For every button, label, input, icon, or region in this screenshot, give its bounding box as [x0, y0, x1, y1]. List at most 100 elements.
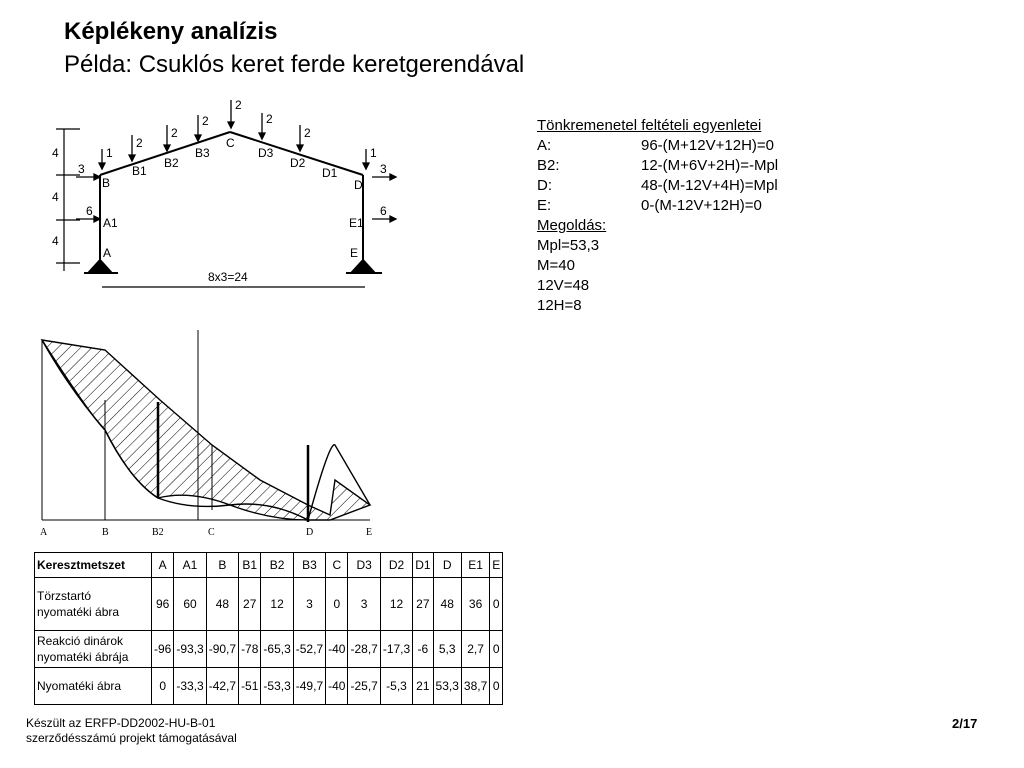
load-label: 6	[86, 204, 93, 218]
section-label: D	[306, 527, 313, 538]
moment-diagram: A B B2 C D E	[40, 330, 372, 538]
table-cell: -93,3	[173, 630, 207, 668]
load-label: 2	[232, 95, 239, 98]
table-header-cell: B2	[260, 552, 294, 578]
point-label: E1	[349, 216, 364, 230]
point-label: A	[103, 246, 111, 260]
table-cell: 48	[432, 577, 462, 631]
table-cell: -17,3	[379, 630, 414, 668]
row-label: Reakció dinárok nyomatéki ábrája	[34, 630, 152, 668]
solution-line: M=40	[537, 257, 575, 274]
failure-equations: Tönkremenetel feltételi egyenletei A:96-…	[537, 116, 778, 316]
load-label: 2	[304, 126, 311, 140]
table-header-cell: A	[150, 552, 175, 578]
load-label: 2	[266, 112, 273, 126]
table-cell: 0	[489, 630, 504, 668]
table-row: Reakció dinárok nyomatéki ábrája -96 -93…	[34, 630, 504, 668]
table-cell: -65,3	[260, 630, 294, 668]
solution-line: 12H=8	[537, 297, 582, 314]
table-cell: -90,7	[205, 630, 240, 668]
load-label: 6	[380, 204, 387, 218]
table-cell: 0	[489, 577, 504, 631]
table-header-cell: E	[489, 552, 504, 578]
table-header-cell: D	[432, 552, 462, 578]
table-cell: 53,3	[432, 667, 462, 705]
table-cell: -52,7	[292, 630, 327, 668]
table-cell: -6	[412, 630, 434, 668]
table-cell: 12	[260, 577, 294, 631]
table-cell: 0	[489, 667, 504, 705]
point-label: A1	[103, 216, 118, 230]
table-cell: 96	[150, 577, 175, 631]
dimension-label: 4	[52, 190, 59, 204]
section-label: B	[102, 527, 109, 538]
table-header-cell: D2	[379, 552, 414, 578]
dimension-label: 4	[52, 234, 59, 248]
point-label: D3	[258, 146, 274, 160]
table-cell: 27	[238, 577, 262, 631]
page-number: 2/17	[952, 716, 978, 731]
section-label: A	[40, 527, 48, 538]
table-cell: -49,7	[292, 667, 327, 705]
equation-row: B2:12-(M+6V+2H)=-Mpl	[537, 157, 779, 174]
table-header-cell: D3	[347, 552, 381, 578]
solution-line: 12V=48	[537, 277, 590, 294]
load-label: 3	[380, 162, 387, 176]
table-cell: -33,3	[173, 667, 207, 705]
table-header-cell: C	[325, 552, 349, 578]
point-label: B	[102, 176, 110, 190]
table-cell: 21	[412, 667, 434, 705]
point-label: B3	[195, 146, 210, 160]
section-label: C	[208, 527, 215, 538]
row-label: Törzstartó nyomatéki ábra	[34, 577, 152, 631]
moment-table: Keresztmetszet A A1 B B1 B2 B3 C D3 D2 D…	[34, 552, 504, 705]
equation-row: E:0-(M-12V+12H)=0	[537, 197, 762, 214]
solution-line: Mpl=53,3	[537, 237, 600, 254]
table-cell: -5,3	[379, 667, 414, 705]
solution-label: Megoldás:	[537, 217, 607, 234]
footer: Készült az ERFP-DD2002-HU-B-01 szerződés…	[26, 716, 237, 746]
section-label: E	[366, 527, 372, 538]
table-cell: 60	[173, 577, 207, 631]
table-header-cell: B	[205, 552, 240, 578]
point-label: B2	[164, 156, 179, 170]
table-cell: 27	[412, 577, 434, 631]
table-cell: 5,3	[432, 630, 462, 668]
table-header-cell: D1	[412, 552, 434, 578]
load-label: 3	[78, 162, 85, 176]
table-cell: 48	[205, 577, 240, 631]
load-label: 1	[106, 146, 113, 160]
table-cell: -96	[150, 630, 175, 668]
table-header-cell: B3	[292, 552, 327, 578]
table-cell: 2,7	[460, 630, 491, 668]
table-cell: -25,7	[347, 667, 381, 705]
table-header-cell: A1	[173, 552, 207, 578]
table-cell: -40	[325, 630, 349, 668]
page-title: Képlékeny analízis	[64, 18, 278, 45]
table-cell: -28,7	[347, 630, 381, 668]
point-label: D2	[290, 156, 306, 170]
equation-row: A:96-(M+12V+12H)=0	[537, 137, 774, 154]
table-cell: 36	[460, 577, 491, 631]
load-label: 2	[171, 126, 178, 140]
point-label: C	[226, 136, 235, 150]
table-row: Törzstartó nyomatéki ábra 96 60 48 27 12…	[34, 577, 504, 631]
table-cell: 38,7	[460, 667, 491, 705]
equations-header: Tönkremenetel feltételi egyenletei	[537, 117, 762, 134]
point-label: D1	[322, 166, 338, 180]
table-cell: 12	[379, 577, 414, 631]
table-row: Nyomatéki ábra 0 -33,3 -42,7 -51 -53,3 -…	[34, 667, 504, 705]
table-cell: 3	[347, 577, 381, 631]
footer-line: szerződésszámú projekt támogatásával	[26, 731, 237, 745]
table-cell: 3	[292, 577, 327, 631]
table-cell: -53,3	[260, 667, 294, 705]
load-label: 2	[136, 136, 143, 150]
table-cell: -51	[238, 667, 262, 705]
load-label: 1	[370, 146, 377, 160]
load-label: 2	[202, 114, 209, 128]
frame-sketch: 2 2 2 2 2 2 2 1 1 3 3 6 6 B B1 B2 B3 C D…	[52, 95, 398, 288]
point-label: B1	[132, 164, 147, 178]
dimension-label: 4	[52, 146, 59, 160]
table-header-row: Keresztmetszet A A1 B B1 B2 B3 C D3 D2 D…	[34, 552, 504, 578]
table-cell: -42,7	[205, 667, 240, 705]
